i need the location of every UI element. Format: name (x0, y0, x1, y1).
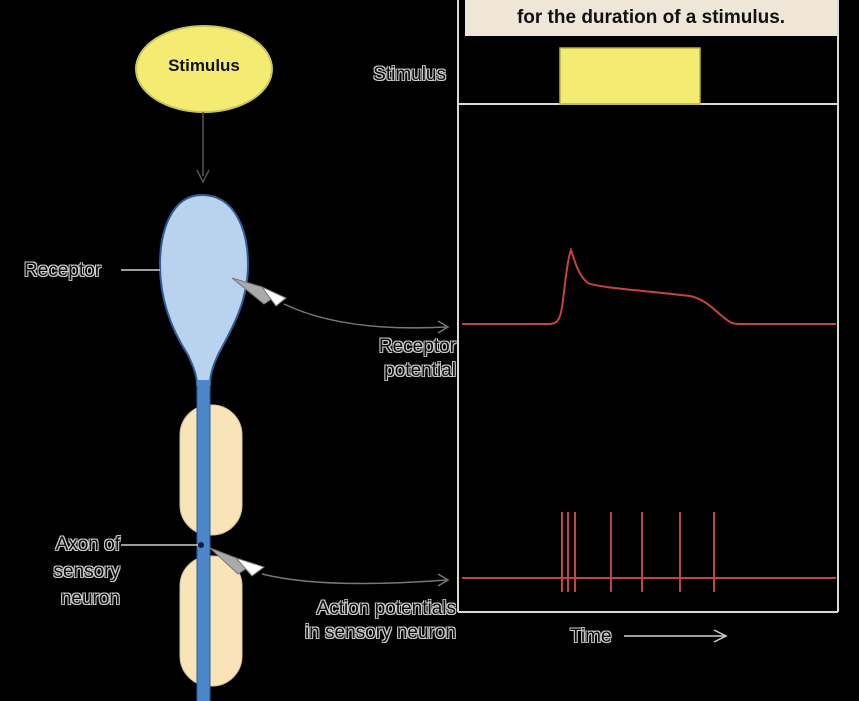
stimulus-track-label: Stimulus (373, 64, 446, 85)
electrode-icon (209, 547, 266, 577)
stimulus-bar (559, 47, 701, 105)
action-potentials-label-1: Action potentials (316, 598, 456, 619)
action-potential-trace (462, 512, 836, 592)
axon (197, 380, 210, 701)
time-arrow-icon (624, 629, 728, 643)
axon-label-1: Axon of (55, 534, 120, 555)
myelin-sheath-lower (179, 555, 243, 687)
axon-recording-site (198, 542, 204, 548)
receptor-potential-trace (462, 247, 836, 325)
stimulus-bubble (135, 25, 273, 113)
action-potentials-label-2: in sensory neuron (304, 622, 456, 643)
receptor-label: Receptor (24, 260, 102, 281)
myelin-sheath-upper (179, 404, 243, 536)
axon-label-3: neuron (60, 588, 120, 609)
time-axis-label: Time (570, 626, 612, 647)
electrode-icon (231, 277, 287, 307)
arrow-down-icon (196, 112, 210, 184)
stimulus-bubble-label: Stimulus (168, 56, 240, 75)
curved-arrow-icon (261, 573, 450, 587)
receptor-potential-label-1: Receptor (378, 336, 456, 357)
receptor-cell (158, 193, 250, 386)
receptor-potential-label-2: potential (384, 360, 456, 381)
caption-banner: for the duration of a stimulus. (465, 0, 837, 36)
curved-arrow-icon (283, 303, 450, 334)
axon-label-2: sensory (53, 561, 120, 582)
